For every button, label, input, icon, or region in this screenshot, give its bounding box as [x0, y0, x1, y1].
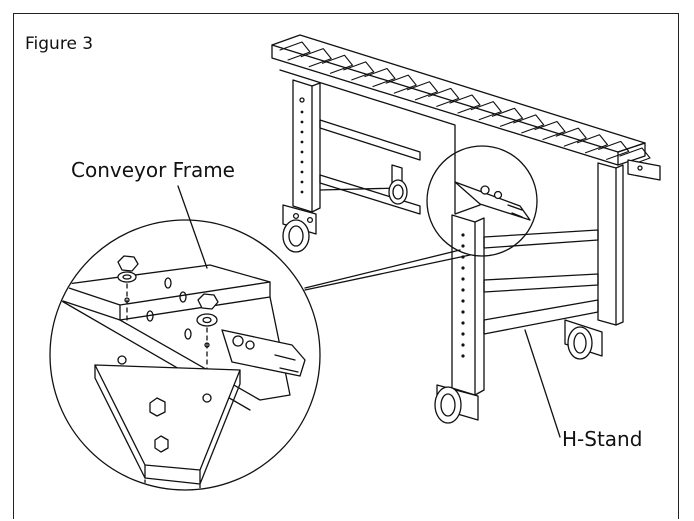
leg-adjust-hole [300, 160, 304, 164]
leg-adjust-hole [461, 277, 465, 281]
roller [428, 87, 460, 107]
h-stand-leader [524, 329, 561, 438]
roller [598, 140, 630, 160]
leg-adjust-hole [461, 299, 465, 303]
front-h-stand [300, 110, 624, 424]
figure-border [13, 13, 679, 519]
roller [513, 114, 545, 134]
leg-adjust-hole [300, 190, 304, 194]
leg-adjust-hole [461, 321, 465, 325]
leg-adjust-hole [461, 354, 465, 358]
end-bracket [627, 159, 661, 181]
leg-adjust-hole [300, 140, 304, 144]
rear-leg-left [282, 79, 321, 253]
leg-adjust-hole [300, 170, 304, 174]
leg-adjust-hole [300, 130, 304, 134]
bolt-nut-right [196, 293, 219, 383]
roller [279, 41, 311, 61]
roller [576, 134, 609, 154]
roller [343, 61, 375, 81]
roller [555, 127, 587, 147]
h-stand-label: H-Stand [562, 427, 643, 451]
conveyor-frame-leader [177, 185, 208, 269]
leg-adjust-hole [461, 310, 465, 314]
leg-adjust-hole [300, 180, 304, 184]
roller [385, 74, 417, 94]
figure-title: Figure 3 [25, 34, 94, 54]
bolt-nut-left [117, 255, 139, 323]
leg-adjust-hole [300, 150, 304, 154]
leg-adjust-hole [461, 332, 465, 336]
roller [449, 94, 481, 114]
roller [470, 101, 502, 121]
detail-callout-circle-large [49, 219, 321, 491]
detail-leader-line-1 [304, 249, 461, 289]
roller [491, 107, 524, 127]
leg-adjust-hole [461, 343, 465, 347]
roller [364, 67, 396, 88]
conveyor-frame-label: Conveyor Frame [71, 158, 235, 182]
rear-crossbars [319, 119, 421, 215]
rear-leg-middle [388, 164, 408, 205]
roller [406, 81, 439, 101]
roller [534, 120, 566, 141]
leg-adjust-hole [300, 120, 304, 124]
leg-adjust-hole [461, 244, 465, 248]
detail-callout-circle-small [426, 145, 538, 257]
leg-adjust-hole [461, 233, 465, 237]
leg-adjust-hole [461, 266, 465, 270]
leg-adjust-hole [461, 288, 465, 292]
leg-adjust-hole [300, 110, 304, 114]
roller [300, 48, 332, 68]
roller [321, 54, 354, 74]
